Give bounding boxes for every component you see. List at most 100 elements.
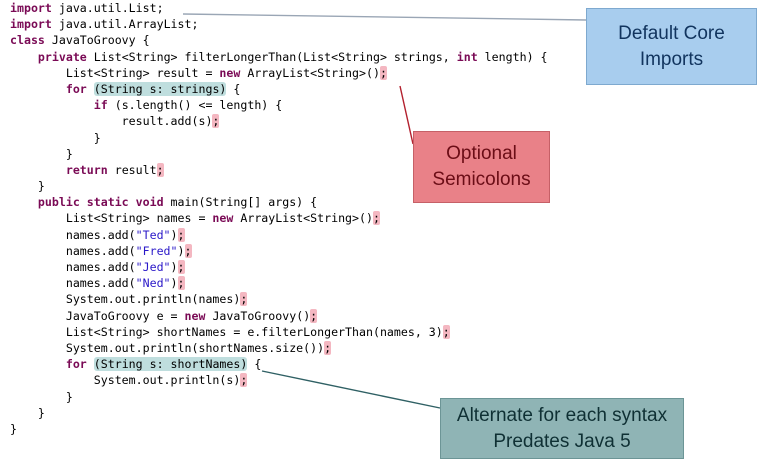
semicolon-highlight: ;	[177, 260, 185, 274]
code-line: }	[10, 130, 548, 146]
code-text: {	[247, 357, 262, 372]
code-line: return result;	[10, 162, 548, 178]
code-line: System.out.println(names);	[10, 291, 548, 307]
semicolon-highlight: ;	[156, 162, 164, 177]
code-line: }	[10, 405, 548, 421]
code-text: }	[10, 146, 73, 161]
code-text: }	[10, 130, 101, 145]
code-line: List<String> names = new ArrayList<Strin…	[10, 210, 548, 226]
code-line: List<String> shortNames = e.filterLonger…	[10, 324, 548, 340]
code-text: result.add(s)	[10, 114, 213, 129]
code-keyword: for	[65, 357, 87, 372]
code-string: "Ned"	[135, 276, 171, 291]
code-line: names.add("Ned");	[10, 275, 548, 291]
code-text: {	[226, 81, 241, 96]
code-line: List<String> result = new ArrayList<Stri…	[10, 65, 548, 81]
default-core-imports-callout: Default Core Imports	[586, 8, 757, 85]
code-keyword: public static void	[37, 195, 164, 210]
code-text: java.util.ArrayList;	[51, 17, 199, 32]
code-text: JavaToGroovy()	[205, 308, 311, 323]
code-line: private List<String> filterLongerThan(Li…	[10, 49, 548, 65]
code-text: names.add(	[10, 276, 136, 291]
code-line: class JavaToGroovy {	[10, 32, 548, 48]
code-text: JavaToGroovy e =	[10, 308, 185, 323]
code-text: )	[170, 260, 178, 274]
code-keyword: new	[219, 65, 241, 80]
code-line: for (String s: shortNames) {	[10, 356, 548, 372]
code-line: names.add("Jed");	[10, 259, 548, 275]
code-text: List<String> shortNames = e.filterLonger…	[10, 324, 443, 339]
code-line: }	[10, 421, 548, 437]
code-line: import java.util.ArrayList;	[10, 16, 548, 32]
code-line: result.add(s);	[10, 113, 548, 129]
code-text: )	[170, 227, 178, 242]
semicolon-highlight: ;	[240, 292, 248, 307]
code-text: )	[177, 243, 185, 258]
semicolon-highlight: ;	[324, 340, 332, 355]
code-text: List<String> names =	[10, 211, 213, 226]
code-keyword: class	[10, 33, 45, 48]
code-text: java.util.List;	[51, 1, 164, 15]
semicolons-connector-line	[399, 85, 414, 145]
code-listing: import java.util.List;import java.util.A…	[10, 0, 548, 437]
for-each-highlight: (String s: shortNames)	[93, 357, 248, 372]
code-line: }	[10, 389, 548, 405]
code-keyword: import	[10, 17, 52, 32]
semicolon-highlight: ;	[212, 114, 220, 129]
code-line: public static void main(String[] args) {	[10, 194, 548, 210]
code-text: length) {	[477, 49, 548, 64]
code-string: "Ted"	[135, 227, 171, 242]
code-keyword: if	[93, 98, 108, 113]
code-line: names.add("Fred");	[10, 243, 548, 259]
for-each-connector-line	[261, 370, 441, 409]
code-text: }	[10, 389, 73, 404]
imports-connector-line	[182, 13, 587, 21]
code-line: }	[10, 146, 548, 162]
code-text: System.out.println(s)	[10, 373, 241, 388]
semicolon-highlight: ;	[240, 373, 248, 388]
code-text: main(String[] args) {	[163, 195, 318, 210]
semicolon-highlight: ;	[442, 324, 450, 339]
code-line: for (String s: strings) {	[10, 81, 548, 97]
semicolon-highlight: ;	[310, 308, 318, 323]
code-text: names.add(	[10, 260, 136, 274]
code-keyword: return	[65, 162, 108, 177]
code-text: List<String> result =	[10, 65, 220, 80]
code-text: System.out.println(names)	[10, 292, 241, 307]
code-keyword: int	[456, 49, 478, 64]
semicolon-highlight: ;	[177, 276, 185, 291]
code-text: names.add(	[10, 227, 136, 242]
code-line: }	[10, 178, 548, 194]
code-text: }	[10, 179, 45, 194]
code-keyword: for	[65, 81, 87, 96]
code-line: names.add("Ted");	[10, 227, 548, 243]
code-line: if (s.length() <= length) {	[10, 97, 548, 113]
code-line: System.out.println(s);	[10, 372, 548, 388]
code-text: names.add(	[10, 243, 136, 258]
code-text: }	[10, 405, 45, 420]
code-line: System.out.println(shortNames.size());	[10, 340, 548, 356]
code-keyword: import	[10, 1, 52, 15]
code-keyword: new	[184, 308, 206, 323]
code-text: (s.length() <= length) {	[107, 98, 283, 113]
code-line: JavaToGroovy e = new JavaToGroovy();	[10, 308, 548, 324]
code-text: ArrayList<String>()	[240, 65, 380, 80]
code-text: List<String> filterLongerThan(List<Strin…	[86, 49, 457, 64]
semicolon-highlight: ;	[184, 243, 192, 258]
alternate-for-each-callout: Alternate for each syntax Predates Java …	[440, 398, 684, 459]
code-keyword: new	[212, 211, 234, 226]
optional-semicolons-callout: Optional Semicolons	[413, 131, 550, 203]
semicolon-highlight: ;	[379, 65, 387, 80]
semicolon-highlight: ;	[372, 211, 380, 226]
code-line: import java.util.List;	[10, 0, 548, 16]
code-string: "Jed"	[135, 260, 171, 274]
for-each-highlight: (String s: strings)	[93, 81, 227, 96]
code-text: System.out.println(shortNames.size())	[10, 340, 325, 355]
code-text: JavaToGroovy {	[44, 33, 150, 48]
semicolon-highlight: ;	[177, 227, 185, 242]
code-text: }	[10, 421, 17, 436]
code-text: result	[107, 162, 157, 177]
code-text: ArrayList<String>()	[233, 211, 373, 226]
code-keyword: private	[37, 49, 87, 64]
